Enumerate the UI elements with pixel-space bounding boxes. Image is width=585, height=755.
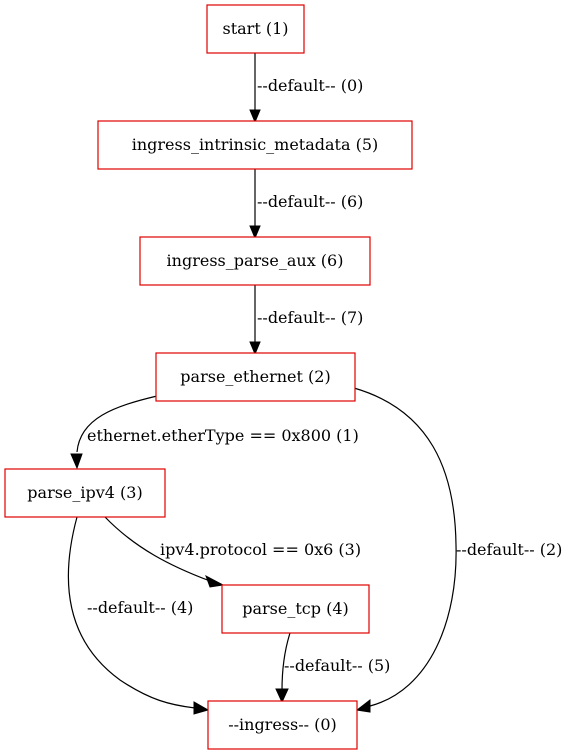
edge-line xyxy=(67,516,196,709)
edge-ethernet-to-ipv4 xyxy=(70,395,158,470)
edge-line xyxy=(76,395,158,453)
node-box xyxy=(207,700,358,750)
edge-labels: --default-- (0) --default-- (6) --defaul… xyxy=(87,76,562,675)
node-ingress-intrinsic-metadata[interactable]: ingress_intrinsic_metadata (5) xyxy=(97,120,413,170)
edge-label-ethernet-to-ipv4: ethernet.etherType == 0x800 (1) xyxy=(87,426,359,445)
node-label: parse_ipv4 (3) xyxy=(27,483,142,502)
nodes: start (1) ingress_intrinsic_metadata (5)… xyxy=(4,4,413,750)
edge-line xyxy=(104,516,211,582)
edge-label-tcp-to-ingress: --default-- (5) xyxy=(284,656,390,675)
node-parse-tcp[interactable]: parse_tcp (4) xyxy=(221,584,370,634)
edge-metadata-to-aux xyxy=(249,169,261,240)
edge-tcp-to-ingress xyxy=(275,632,291,704)
edge-start-to-metadata xyxy=(249,53,261,124)
node-ingress[interactable]: --ingress-- (0) xyxy=(207,700,358,750)
edge-line xyxy=(353,387,457,707)
node-box xyxy=(155,352,356,402)
arrow-head xyxy=(355,698,371,713)
arrow-head xyxy=(205,574,225,588)
arrow-head xyxy=(249,225,261,240)
edge-label-ipv4-to-tcp: ipv4.protocol == 0x6 (3) xyxy=(160,540,361,559)
edge-line xyxy=(281,632,291,691)
node-label: --ingress-- (0) xyxy=(228,715,337,734)
node-start[interactable]: start (1) xyxy=(206,4,305,54)
arrow-head xyxy=(70,453,83,470)
edge-label-ethernet-to-ingress: --default-- (2) xyxy=(456,540,562,559)
node-label: parse_tcp (4) xyxy=(242,599,349,618)
node-label: start (1) xyxy=(222,19,288,38)
arrow-head xyxy=(249,341,261,356)
node-box xyxy=(97,120,413,170)
edge-aux-to-ethernet xyxy=(249,285,261,356)
edge-ipv4-to-tcp xyxy=(104,516,225,588)
edges xyxy=(67,53,457,715)
node-label: ingress_intrinsic_metadata (5) xyxy=(132,135,379,154)
node-label: parse_ethernet (2) xyxy=(180,367,330,386)
arrow-head xyxy=(275,688,289,704)
edge-ipv4-to-ingress xyxy=(67,516,210,715)
node-parse-ethernet[interactable]: parse_ethernet (2) xyxy=(155,352,356,402)
node-box xyxy=(4,468,166,518)
node-parse-ipv4[interactable]: parse_ipv4 (3) xyxy=(4,468,166,518)
node-label: ingress_parse_aux (6) xyxy=(167,251,344,270)
edge-label-aux-to-ethernet: --default-- (7) xyxy=(257,308,363,327)
edge-label-ipv4-to-ingress: --default-- (4) xyxy=(87,598,193,617)
node-box xyxy=(139,236,371,286)
node-ingress-parse-aux[interactable]: ingress_parse_aux (6) xyxy=(139,236,371,286)
edge-ethernet-to-ingress xyxy=(353,387,457,713)
arrow-head xyxy=(249,109,261,124)
arrow-head xyxy=(193,701,210,715)
node-box xyxy=(206,4,305,54)
edge-label-metadata-to-aux: --default-- (6) xyxy=(257,192,363,211)
node-box xyxy=(221,584,370,634)
edge-label-start-to-metadata: --default-- (0) xyxy=(257,76,363,95)
